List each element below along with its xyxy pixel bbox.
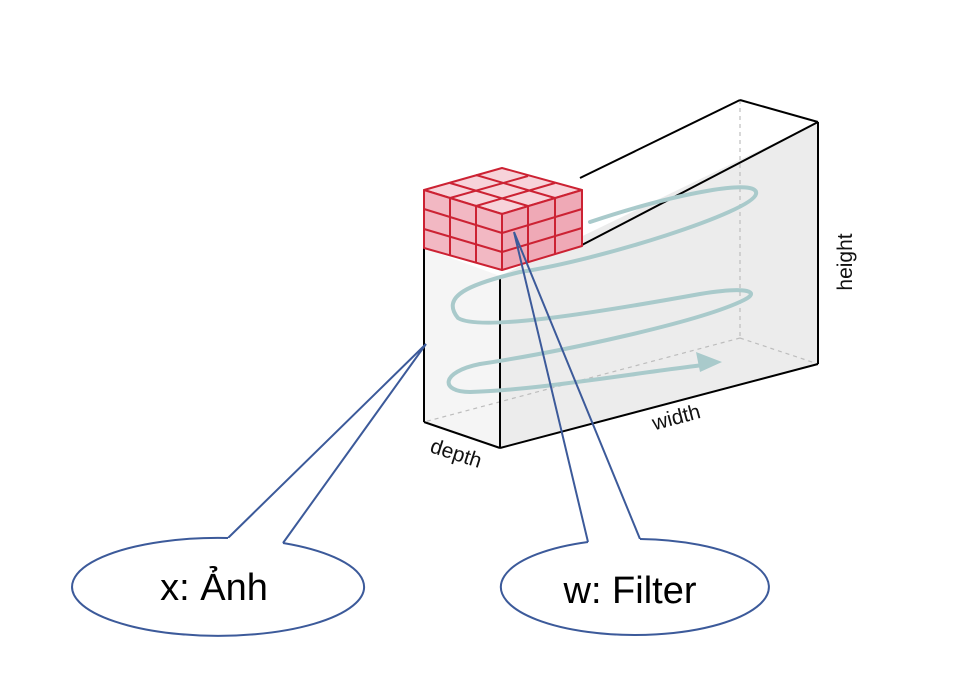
height-label: height — [834, 233, 857, 290]
image-callout-bubble — [71, 536, 366, 637]
image-callout-text: x: Ảnh — [160, 565, 268, 609]
scan-arrowhead — [696, 352, 722, 372]
filter-callout-text: w: Filter — [563, 570, 697, 612]
filter-cube — [423, 167, 583, 271]
scan-loop-3 — [446, 362, 714, 395]
scan-loop-1 — [518, 185, 758, 274]
filter-front-grid — [423, 198, 503, 263]
filter-callout-bubble — [499, 538, 770, 636]
volume-side-face — [500, 122, 818, 448]
volume-edges — [423, 99, 819, 449]
image-callout-pointer — [227, 343, 427, 544]
filter-callout: w: Filter — [499, 231, 770, 636]
image-callout: x: Ảnh — [71, 343, 427, 637]
volume-front-face — [424, 248, 500, 448]
scan-loop-2 — [450, 270, 753, 366]
input-volume — [423, 99, 819, 449]
filter-top-grid — [449, 174, 556, 207]
filter-right-grid — [501, 198, 583, 262]
scan-path — [446, 185, 758, 395]
filter-callout-pointer — [513, 231, 641, 543]
